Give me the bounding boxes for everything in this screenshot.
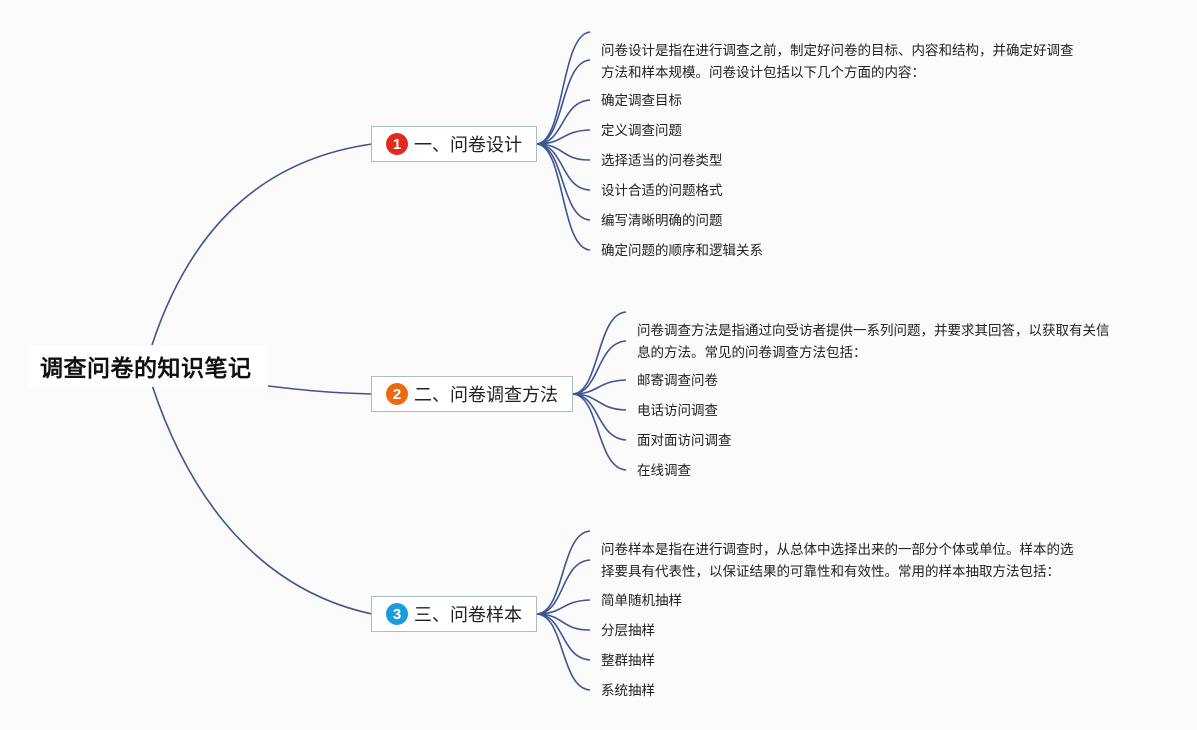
list-item: 选择适当的问卷类型 xyxy=(601,153,723,169)
list-item: 系统抽样 xyxy=(601,683,655,699)
list-item: 编写清晰明确的问题 xyxy=(601,213,723,229)
branch-label: 三、问卷样本 xyxy=(414,605,522,626)
description-line: 择要具有代表性，以保证结果的可靠性和有效性。常用的样本抽取方法包括： xyxy=(601,564,1060,580)
list-item: 分层抽样 xyxy=(601,623,655,639)
description-line: 方法和样本规模。问卷设计包括以下几个方面的内容： xyxy=(601,65,925,81)
list-item: 确定调查目标 xyxy=(601,93,682,109)
description-line: 问卷调查方法是指通过向受访者提供一系列问题，并要求其回答，以获取有关信 xyxy=(637,323,1110,339)
link-root-branch-3 xyxy=(151,384,373,615)
description-line: 问卷设计是指在进行调查之前，制定好问卷的目标、内容和结构，并确定好调查 xyxy=(601,43,1074,59)
list-item: 整群抽样 xyxy=(601,653,655,669)
link-root-branch-1 xyxy=(151,143,373,346)
list-item: 定义调查问题 xyxy=(601,123,682,139)
branch-questionnaire-sample[interactable]: 3 三、问卷样本 xyxy=(371,596,537,632)
branch-2-description: 问卷调查方法是指通过向受访者提供一系列问题，并要求其回答，以获取有关信 息的方法… xyxy=(637,320,1110,364)
number-badge-2-icon: 2 xyxy=(386,383,408,405)
root-topic[interactable]: 调查问卷的知识笔记 xyxy=(28,345,268,387)
list-item: 确定问题的顺序和逻辑关系 xyxy=(601,243,763,259)
list-item: 在线调查 xyxy=(637,463,691,479)
branch-label: 二、问卷调查方法 xyxy=(414,385,558,406)
description-line: 问卷样本是指在进行调查时，从总体中选择出来的一部分个体或单位。样本的选 xyxy=(601,542,1074,558)
branch-questionnaire-design[interactable]: 1 一、问卷设计 xyxy=(371,126,537,162)
list-item: 面对面访问调查 xyxy=(637,433,732,449)
branch-3-description: 问卷样本是指在进行调查时，从总体中选择出来的一部分个体或单位。样本的选 择要具有… xyxy=(601,539,1074,583)
list-item: 设计合适的问题格式 xyxy=(601,183,723,199)
list-item: 邮寄调查问卷 xyxy=(637,373,718,389)
root-topic-label: 调查问卷的知识笔记 xyxy=(40,356,252,382)
list-item: 电话访问调查 xyxy=(637,403,718,419)
branch-survey-methods[interactable]: 2 二、问卷调查方法 xyxy=(371,376,573,412)
branch-label: 一、问卷设计 xyxy=(414,135,522,156)
list-item: 简单随机抽样 xyxy=(601,593,682,609)
number-badge-1-icon: 1 xyxy=(386,133,408,155)
link-root-branch-2 xyxy=(259,384,373,395)
branch-1-description: 问卷设计是指在进行调查之前，制定好问卷的目标、内容和结构，并确定好调查 方法和样… xyxy=(601,40,1074,84)
description-line: 息的方法。常见的问卷调查方法包括： xyxy=(637,345,867,361)
number-badge-3-icon: 3 xyxy=(386,603,408,625)
